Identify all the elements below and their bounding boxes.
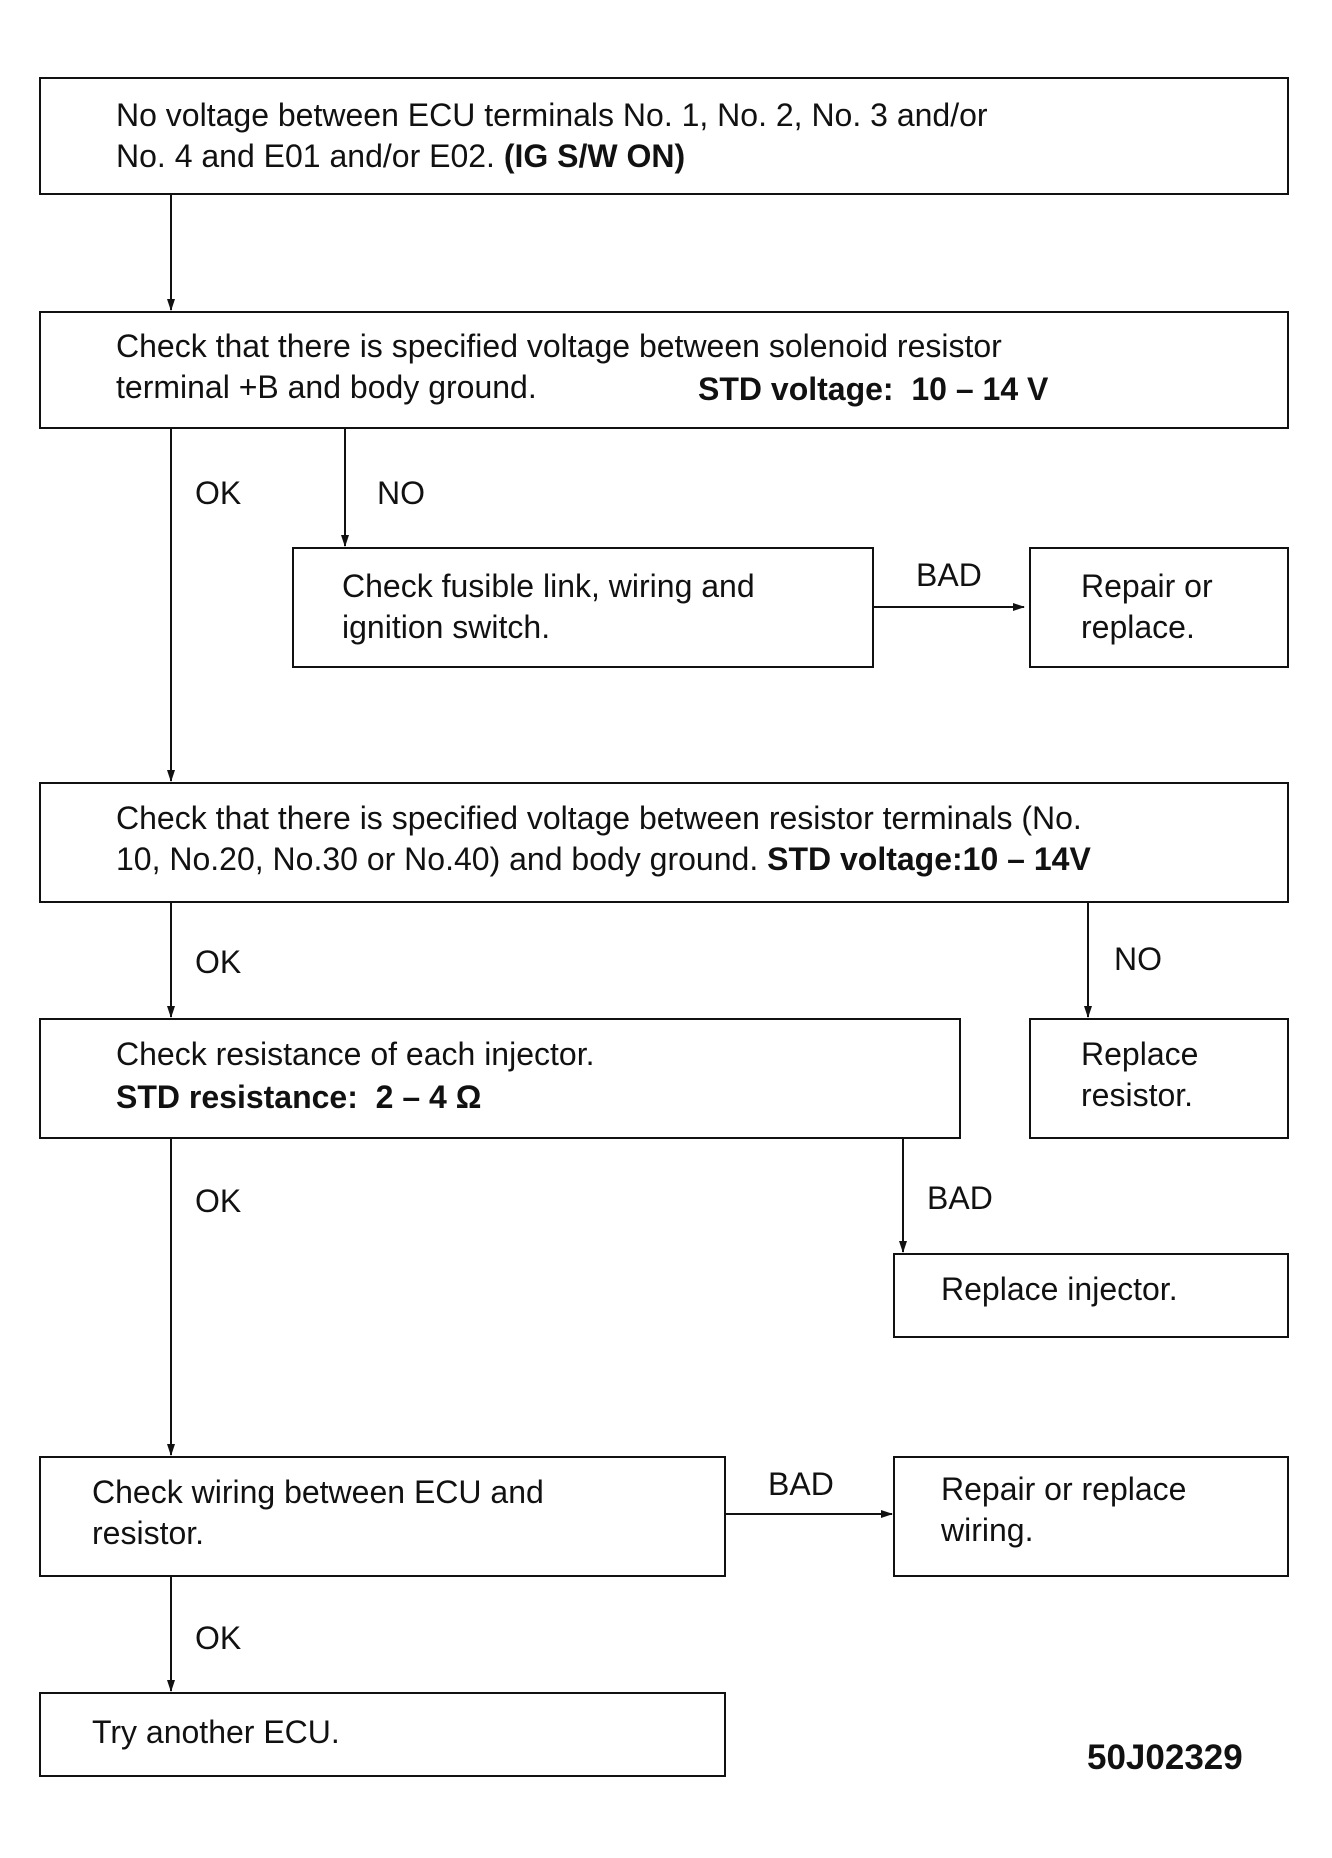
node-try-another-ecu bbox=[39, 1692, 726, 1777]
node-no-voltage-line1: No voltage between ECU terminals No. 1, … bbox=[116, 97, 988, 133]
node-check-solenoid-voltage-line2: terminal +B and body ground. bbox=[116, 369, 537, 405]
node-repair-or-replace-line1: Repair or bbox=[1081, 568, 1213, 604]
node-check-ecu-resistor-wiring-line2: resistor. bbox=[92, 1515, 205, 1551]
node-replace-resistor bbox=[1029, 1018, 1289, 1139]
node-repair-or-replace bbox=[1029, 547, 1289, 668]
node-check-injector-resistance bbox=[39, 1018, 961, 1139]
label-no-2: NO bbox=[1114, 941, 1162, 977]
node-no-voltage-line2-text: No. 4 and E01 and/or E02. bbox=[116, 138, 504, 174]
node-repair-replace-wiring-line2: wiring. bbox=[941, 1512, 1034, 1548]
node-no-voltage bbox=[39, 77, 1289, 195]
node-check-fusible-link bbox=[292, 547, 874, 668]
node-no-voltage-line2: No. 4 and E01 and/or E02. (IG S/W ON) bbox=[116, 136, 685, 177]
node-repair-replace-wiring-line1: Repair or replace bbox=[941, 1471, 1187, 1507]
node-check-resistor-voltage-line2-text: 10, No.20, No.30 or No.40) and body grou… bbox=[116, 841, 768, 877]
node-repair-or-replace-line2: replace. bbox=[1081, 609, 1195, 645]
node-replace-injector-line1: Replace injector. bbox=[941, 1271, 1178, 1307]
node-check-fusible-link-line1: Check fusible link, wiring and bbox=[342, 568, 755, 604]
label-no-1: NO bbox=[377, 475, 425, 511]
node-check-ecu-resistor-wiring-line1: Check wiring between ECU and bbox=[92, 1474, 544, 1510]
label-bad-1: BAD bbox=[916, 557, 982, 593]
node-check-ecu-resistor-wiring bbox=[39, 1456, 726, 1577]
label-ok-4: OK bbox=[195, 1620, 242, 1656]
std-voltage-spec-2: STD voltage:10 – 14V bbox=[767, 841, 1091, 877]
node-replace-injector bbox=[893, 1253, 1289, 1338]
node-check-fusible-link-line2: ignition switch. bbox=[342, 609, 551, 645]
node-replace-resistor-line1: Replace bbox=[1081, 1036, 1199, 1072]
node-try-another-ecu-line1: Try another ECU. bbox=[92, 1714, 340, 1750]
std-voltage-spec-1: STD voltage: 10 – 14 V bbox=[698, 371, 1049, 407]
std-resistance-spec: STD resistance: 2 – 4 Ω bbox=[116, 1079, 482, 1115]
node-check-resistor-voltage bbox=[39, 782, 1289, 903]
node-check-resistor-voltage-line1: Check that there is specified voltage be… bbox=[116, 800, 1082, 836]
label-ok-3: OK bbox=[195, 1183, 242, 1219]
label-bad-2: BAD bbox=[927, 1180, 993, 1216]
label-ok-2: OK bbox=[195, 944, 242, 980]
figure-code: 50J02329 bbox=[1087, 1738, 1243, 1777]
node-repair-replace-wiring bbox=[893, 1456, 1289, 1577]
node-replace-resistor-line2: resistor. bbox=[1081, 1077, 1194, 1113]
label-bad-3: BAD bbox=[768, 1466, 834, 1502]
node-check-injector-resistance-line1: Check resistance of each injector. bbox=[116, 1036, 595, 1072]
node-check-solenoid-voltage bbox=[39, 311, 1289, 429]
node-check-solenoid-voltage-line1: Check that there is specified voltage be… bbox=[116, 328, 1002, 364]
node-check-resistor-voltage-line2: 10, No.20, No.30 or No.40) and body grou… bbox=[116, 839, 1091, 880]
ig-switch-on-note: (IG S/W ON) bbox=[503, 138, 686, 174]
label-ok-1: OK bbox=[195, 475, 242, 511]
